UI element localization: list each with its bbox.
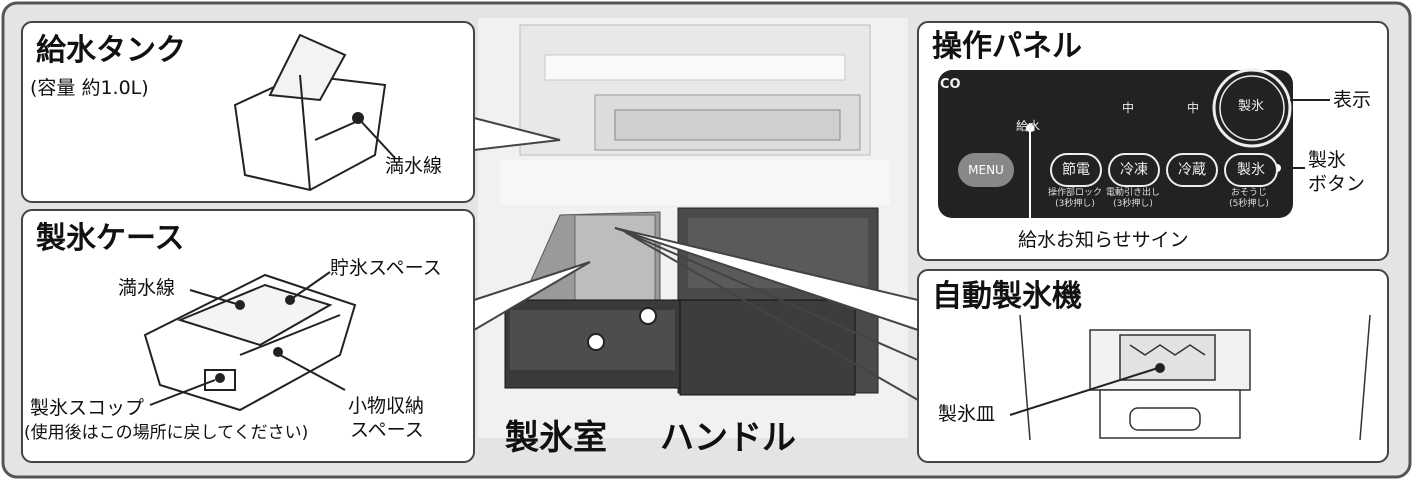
ice-room-label: 製氷室	[505, 418, 607, 458]
ice-maker-illustration	[1019, 314, 1371, 441]
clean-sub-2: (5秒押し)	[1229, 199, 1269, 209]
small-storage-label-2: スペース	[350, 419, 424, 441]
water-indicator: 給水	[1016, 119, 1041, 133]
storage-space-label: 貯氷スペース	[330, 257, 442, 279]
ice-case-title: 製氷ケース	[36, 221, 185, 256]
ice-tray-label: 製氷皿	[938, 403, 996, 425]
ice-button-label-2: ボタン	[1308, 173, 1366, 195]
tank-full-line-label: 満水線	[385, 155, 443, 177]
handle-label: ハンドル	[660, 418, 796, 458]
menu-button[interactable]: MENU	[958, 153, 1014, 187]
tank-illustration	[233, 33, 387, 192]
ice-maker-title: 自動製氷機	[932, 279, 1082, 314]
small-storage-label-1: 小物収納	[348, 395, 425, 417]
lock-sub-2: (3秒押し)	[1055, 199, 1095, 209]
drawer-sub-1: 電動引き出し	[1105, 188, 1160, 198]
mid-indicator-1: 中	[1122, 101, 1135, 115]
fridge-photo	[478, 18, 908, 438]
water-sign-label: 給水お知らせサイン	[1018, 229, 1189, 251]
scoop-label: 製氷スコップ	[30, 397, 145, 419]
setsuden-button[interactable]: 節電	[1050, 153, 1102, 187]
lock-sub-1: 操作部ロック	[1047, 188, 1102, 198]
panel-title: 操作パネル	[932, 29, 1082, 64]
tank-capacity: (容量 約1.0L)	[30, 77, 149, 99]
display-label: 表示	[1333, 89, 1372, 111]
mid-indicator-2: 中	[1187, 101, 1200, 115]
clean-sub-1: おそうじ	[1230, 188, 1267, 198]
reizou-button[interactable]: 冷蔵	[1166, 153, 1218, 187]
ice-button-label-1: 製氷	[1308, 149, 1347, 171]
ice-display-indicator: 製氷	[1238, 99, 1265, 114]
scoop-note: (使用後はこの場所に戻してください)	[24, 423, 309, 443]
tank-title: 給水タンク	[36, 33, 186, 68]
eco-indicator: CO	[940, 77, 961, 92]
drawer-sub-2: (3秒押し)	[1113, 199, 1153, 209]
ice-button[interactable]: 製氷	[1224, 153, 1278, 187]
reitou-button[interactable]: 冷凍	[1108, 153, 1160, 187]
ice-case-full-line-label: 満水線	[118, 277, 176, 299]
